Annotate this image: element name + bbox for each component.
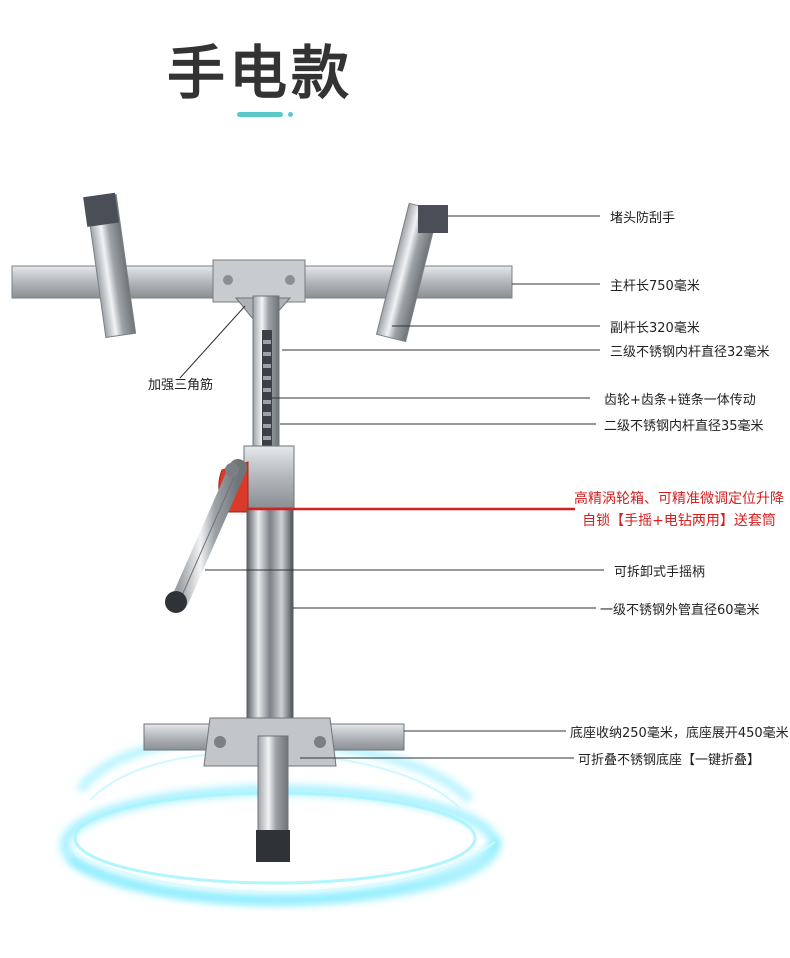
label-base-fold: 可折叠不锈钢底座【一键折叠】: [578, 753, 761, 768]
title-underline-dot: [288, 112, 293, 117]
page-title: 手电款: [166, 39, 353, 107]
folding-base: [143, 717, 405, 862]
left-end-cap: [83, 192, 120, 227]
right-end-cap: [418, 205, 448, 233]
label-gear-drive: 齿轮+齿条+链条一体传动: [604, 393, 756, 408]
label-tube-2: 二级不锈钢内杆直径35毫米: [604, 419, 764, 434]
label-gearbox: 高精涡轮箱、可精准微调定位升降自锁【手摇+电钻两用】送套筒: [574, 491, 784, 529]
crank-knob: [165, 591, 187, 613]
label-triangle-rib: 加强三角筋: [148, 378, 214, 393]
label-tube-1: 一级不锈钢外管直径60毫米: [600, 603, 760, 618]
title-underline: [237, 112, 283, 117]
label-end-cap: 堵头防刮手: [610, 211, 676, 226]
label-main-bar: 主杆长750毫米: [610, 279, 700, 294]
label-crank-handle: 可拆卸式手摇柄: [614, 565, 706, 580]
outer-tube-1: [246, 507, 294, 731]
gearbox-housing: [243, 445, 295, 509]
label-base-size: 底座收纳250毫米，底座展开450毫米: [570, 726, 789, 741]
left-sub-bar: [83, 192, 137, 338]
leader-lines: [179, 215, 604, 759]
label-sub-bar: 副杆长320毫米: [610, 321, 700, 336]
base-foot-cap: [256, 830, 290, 862]
right-sub-bar: [375, 202, 448, 343]
label-tube-3: 三级不锈钢内杆直径32毫米: [610, 345, 770, 360]
